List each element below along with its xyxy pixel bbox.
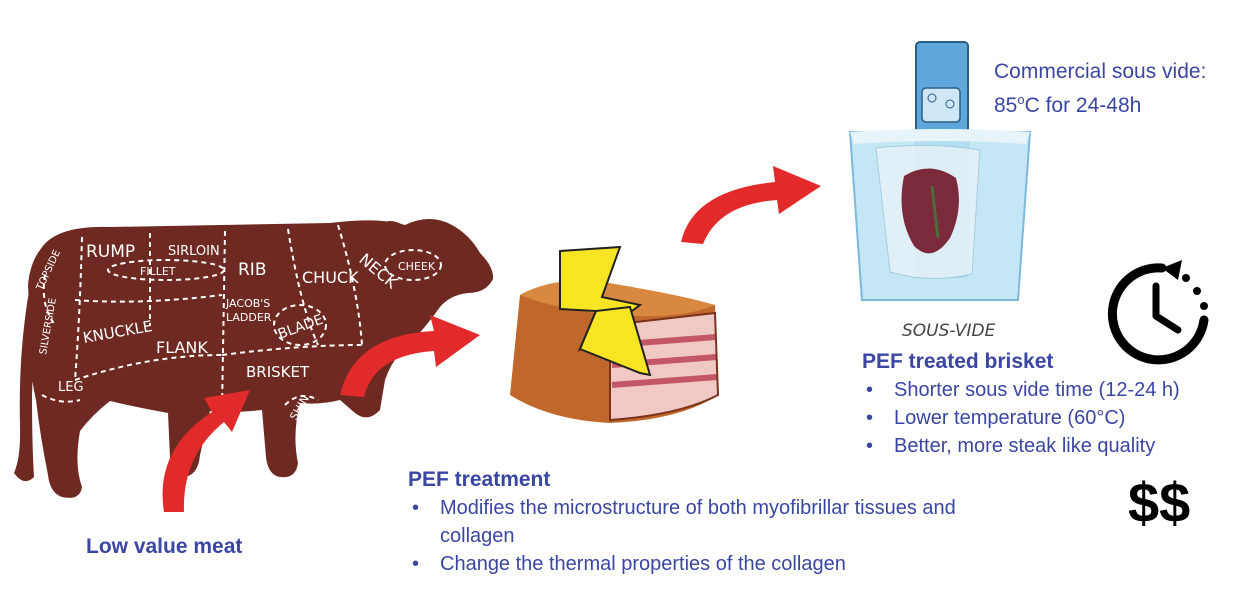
sous-vide-line1: Commercial sous vide: bbox=[994, 60, 1207, 83]
sous-vide-line2: 85oC for 24-48h bbox=[994, 86, 1206, 120]
list-item: Better, more steak like quality bbox=[862, 432, 1242, 460]
degree-superscript: o bbox=[1017, 92, 1025, 107]
cut-label-leg: LEG bbox=[58, 380, 84, 395]
clock-icon bbox=[1107, 260, 1209, 365]
arrow-icon bbox=[681, 166, 821, 244]
cut-label-rib: RIB bbox=[238, 260, 267, 280]
sous-vide-duration: C for 24-48h bbox=[1024, 94, 1142, 117]
cut-label-brisket: BRISKET bbox=[246, 363, 310, 381]
sous-vide-illustration: SOUS-VIDE bbox=[848, 41, 1032, 341]
pef-treatment-list: Modifies the microstructure of both myof… bbox=[408, 494, 1028, 578]
list-item: Shorter sous vide time (12-24 h) bbox=[862, 376, 1242, 404]
cut-label-jacobs: JACOB'S bbox=[225, 297, 270, 310]
sous-vide-label: SOUS-VIDE bbox=[902, 321, 996, 341]
cut-label-sirloin: SIRLOIN bbox=[168, 244, 220, 259]
pef-brisket-block: PEF treated brisket Shorter sous vide ti… bbox=[862, 350, 1242, 460]
list-item: Change the thermal properties of the col… bbox=[408, 550, 1028, 578]
pef-treatment-block: PEF treatment Modifies the microstructur… bbox=[408, 468, 1048, 578]
pef-treatment-title: PEF treatment bbox=[408, 468, 551, 491]
cut-label-flank: FLANK bbox=[156, 338, 208, 357]
pef-brisket-list: Shorter sous vide time (12-24 h) Lower t… bbox=[862, 376, 1242, 460]
list-item: Lower temperature (60°C) bbox=[862, 404, 1242, 432]
arrow-icon bbox=[162, 390, 250, 512]
list-item: Modifies the microstructure of both myof… bbox=[408, 494, 1028, 550]
sous-vide-icon bbox=[848, 41, 1032, 301]
cut-label-chuck: CHUCK bbox=[302, 268, 359, 287]
arrow-icon bbox=[340, 315, 480, 397]
low-value-meat-caption: Low value meat bbox=[86, 535, 243, 558]
meat-illustration bbox=[510, 245, 720, 423]
cut-label-cheek: CHEEK bbox=[398, 260, 436, 273]
price-indicator: $$ bbox=[1128, 471, 1191, 534]
cow-illustration: RUMP SIRLOIN FILLET RIB CHUCK NECK CHEEK… bbox=[14, 219, 494, 498]
cut-label-ladder: LADDER bbox=[226, 311, 272, 324]
pef-brisket-title: PEF treated brisket bbox=[862, 350, 1054, 373]
cut-label-rump: RUMP bbox=[86, 242, 135, 262]
commercial-sous-vide-text: Commercial sous vide: 85oC for 24-48h bbox=[994, 58, 1206, 120]
cow-icon bbox=[14, 219, 494, 498]
cut-label-fillet: FILLET bbox=[140, 265, 176, 278]
sous-vide-temp: 85 bbox=[994, 94, 1018, 117]
cut-lines bbox=[41, 224, 442, 411]
